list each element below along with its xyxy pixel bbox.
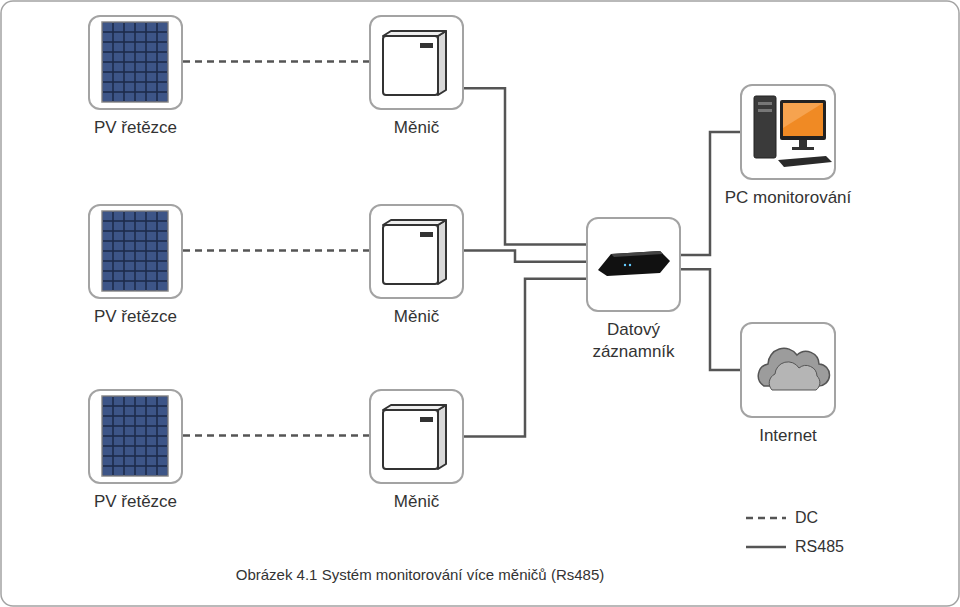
node-label: Měnič	[394, 491, 439, 513]
node-label: PV řetězce	[94, 117, 177, 139]
rs485-cable	[464, 88, 586, 244]
pv-string-box: PV řetězce	[88, 15, 183, 110]
dc-cable	[183, 434, 369, 437]
node-label: PC monitorování	[725, 187, 852, 209]
legend-sample	[745, 512, 787, 524]
rs485-cable	[464, 251, 586, 262]
inverter-icon	[383, 405, 446, 469]
node-label-group: Měnič	[394, 117, 439, 139]
pc-icon	[754, 96, 832, 167]
rs485-cable	[464, 279, 586, 437]
node-label: Datový záznamník	[579, 319, 689, 363]
node-label-group: PV řetězce	[94, 491, 177, 513]
legend-row: DC	[745, 503, 844, 532]
pv-string-box: PV řetězce	[88, 204, 183, 299]
inverter-box: Měnič	[369, 15, 464, 110]
router-icon	[598, 251, 670, 276]
dc-cable	[183, 60, 369, 63]
legend-row: RS485	[745, 532, 844, 561]
node-label-group: PC monitorování	[725, 187, 852, 209]
node-label: Měnič	[394, 306, 439, 328]
node-label-group: PV řetězce	[94, 306, 177, 328]
cloud-icon	[758, 348, 829, 390]
node-label: Internet	[759, 425, 817, 447]
inverter-icon	[383, 31, 446, 95]
node-label-group: Internet	[759, 425, 817, 447]
legend-text: DC	[795, 509, 818, 527]
legend: DC RS485	[745, 503, 844, 561]
node-label: Měnič	[394, 117, 439, 139]
datalogger-box: Datový záznamník	[586, 217, 681, 312]
inverter-icon	[383, 220, 446, 284]
solar-panel	[102, 396, 168, 476]
internet-box: Internet	[740, 322, 836, 418]
node-label-group: Datový záznamník	[579, 319, 689, 363]
solar-panel	[102, 22, 168, 102]
node-label-group: Měnič	[394, 306, 439, 328]
solar-panel	[102, 211, 168, 291]
legend-sample	[745, 541, 787, 553]
dc-cable	[183, 249, 369, 252]
node-label-group: Měnič	[394, 491, 439, 513]
rs485-cable	[681, 269, 740, 370]
node-label: PV řetězce	[94, 491, 177, 513]
node-label: PV řetězce	[94, 306, 177, 328]
node-label-group: PV řetězce	[94, 117, 177, 139]
inverter-box: Měnič	[369, 389, 464, 484]
legend-text: RS485	[795, 538, 844, 556]
pc-box: PC monitorování	[740, 84, 836, 180]
figure-caption: Obrázek 4.1 Systém monitorování více měn…	[0, 566, 840, 583]
inverter-box: Měnič	[369, 204, 464, 299]
pv-string-box: PV řetězce	[88, 389, 183, 484]
